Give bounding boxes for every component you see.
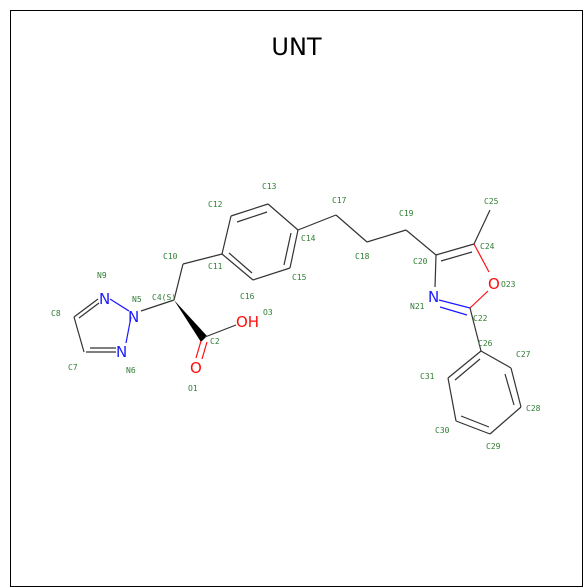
atom-label-c4s: C4(S): [152, 293, 176, 302]
bond-c8-n9: [73, 298, 99, 318]
atom-label-c31: C31: [420, 372, 435, 381]
atom-label-c22: C22: [473, 314, 488, 323]
bond-c2-oh: [204, 324, 237, 338]
bonds: [73, 203, 522, 435]
bond-c11-c12: [221, 215, 232, 255]
element-symbols: N N N N O O OH: [99, 275, 500, 377]
bond-c30-c31: [447, 377, 457, 422]
bond-c4-c2-wedge: [174, 300, 207, 342]
bond-c7-c8: [73, 316, 85, 353]
atom-labels: N9 N5 N6 C8 C7 C4(S) C10 C11 C12 C13 C14…: [51, 182, 541, 451]
bond-c16-c11-inner: [228, 252, 253, 274]
atom-label-o23: O23: [501, 280, 516, 289]
element-o23: O: [488, 275, 500, 293]
atom-label-c24: C24: [480, 242, 495, 251]
bond-c20-c24-inner: [440, 251, 473, 262]
atom-label-c13: C13: [262, 182, 277, 191]
molecule-diagram: N N N N O O OH N9 N5 N6 C8 C7 C4(S) C10 …: [51, 182, 541, 451]
element-n6: N: [116, 343, 127, 361]
bond-c15-c16: [252, 267, 291, 281]
bond-c16-c11: [221, 253, 254, 281]
atom-label-c7: C7: [68, 363, 78, 372]
atom-label-c8: C8: [51, 309, 61, 318]
bond-c29-c30: [455, 420, 491, 435]
bond-o23-c22: [469, 290, 489, 309]
bond-c12-c13: [230, 203, 269, 217]
bond-c13-c14: [267, 203, 299, 231]
bond-c22-n21-double: [439, 306, 468, 316]
atom-label-c25: C25: [484, 197, 499, 206]
element-n9: N: [99, 290, 110, 308]
bond-c28-c29: [489, 406, 522, 435]
atom-label-c12: C12: [208, 200, 223, 209]
bond-c29-c30-inner: [460, 415, 490, 428]
diagram-frame: UNT: [10, 10, 583, 587]
bond-c10-c11: [182, 253, 223, 265]
atom-label-c18: C18: [355, 252, 370, 261]
atom-label-c16: C16: [240, 292, 255, 301]
atom-label-c15: C15: [292, 273, 307, 282]
bond-c31-c26-inner: [454, 358, 481, 381]
diagram-title: UNT: [271, 33, 322, 61]
bond-n5-n6: [125, 316, 132, 344]
atom-label-c30: C30: [435, 426, 450, 435]
atom-label-n21: N21: [410, 302, 425, 311]
bond-c12-c13-inner: [236, 211, 268, 223]
atom-label-c19: C19: [399, 209, 414, 218]
atom-label-c29: C29: [486, 442, 501, 451]
bond-c22-n21: [438, 299, 471, 309]
bond-c2-o1-b: [201, 341, 208, 360]
bond-c26-c27: [480, 350, 512, 369]
atom-label-o3: O3: [263, 308, 273, 317]
bond-c2-o1-a: [195, 340, 202, 359]
atom-label-n6: N6: [126, 366, 136, 375]
element-n5: N: [128, 308, 139, 326]
atom-label-c28: C28: [526, 404, 541, 413]
bond-c17-c18: [335, 214, 368, 243]
atom-label-c14: C14: [301, 234, 316, 243]
atom-label-c20: C20: [413, 257, 428, 266]
atom-label-c2: C2: [210, 337, 220, 346]
bond-c19-c20: [405, 229, 437, 256]
bond-c27-c28-inner: [504, 373, 515, 406]
atom-label-c10: C10: [163, 252, 178, 261]
bond-c31-c26: [447, 350, 482, 379]
element-n21: N: [428, 288, 439, 306]
bond-c27-c28: [510, 367, 522, 408]
bond-c24-c25: [473, 209, 491, 245]
element-o1: O: [190, 359, 202, 377]
bond-n21-c20: [434, 254, 437, 288]
bond-c22-c26: [469, 307, 482, 352]
bond-c4-c10: [173, 263, 184, 301]
bond-c14-c17: [297, 214, 337, 231]
atom-label-c17: C17: [332, 196, 347, 205]
bond-c20-c24: [435, 243, 475, 256]
element-oh: OH: [236, 313, 259, 331]
atom-label-c27: C27: [516, 350, 531, 359]
bond-n9-n5: [109, 298, 130, 312]
bond-c14-c15: [289, 229, 299, 269]
atom-label-c11: C11: [208, 262, 223, 271]
bond-c18-c19: [366, 229, 407, 243]
bond-c8-n9-double: [78, 302, 100, 319]
atom-label-n5: N5: [132, 295, 142, 304]
atom-label-n9: N9: [97, 271, 107, 280]
bond-n5-c4: [140, 299, 175, 312]
atom-label-c26: C26: [478, 339, 493, 348]
bond-c24-o23: [473, 243, 490, 273]
bond-c14-c15-inner: [283, 232, 292, 266]
atom-label-o1: O1: [188, 384, 198, 393]
